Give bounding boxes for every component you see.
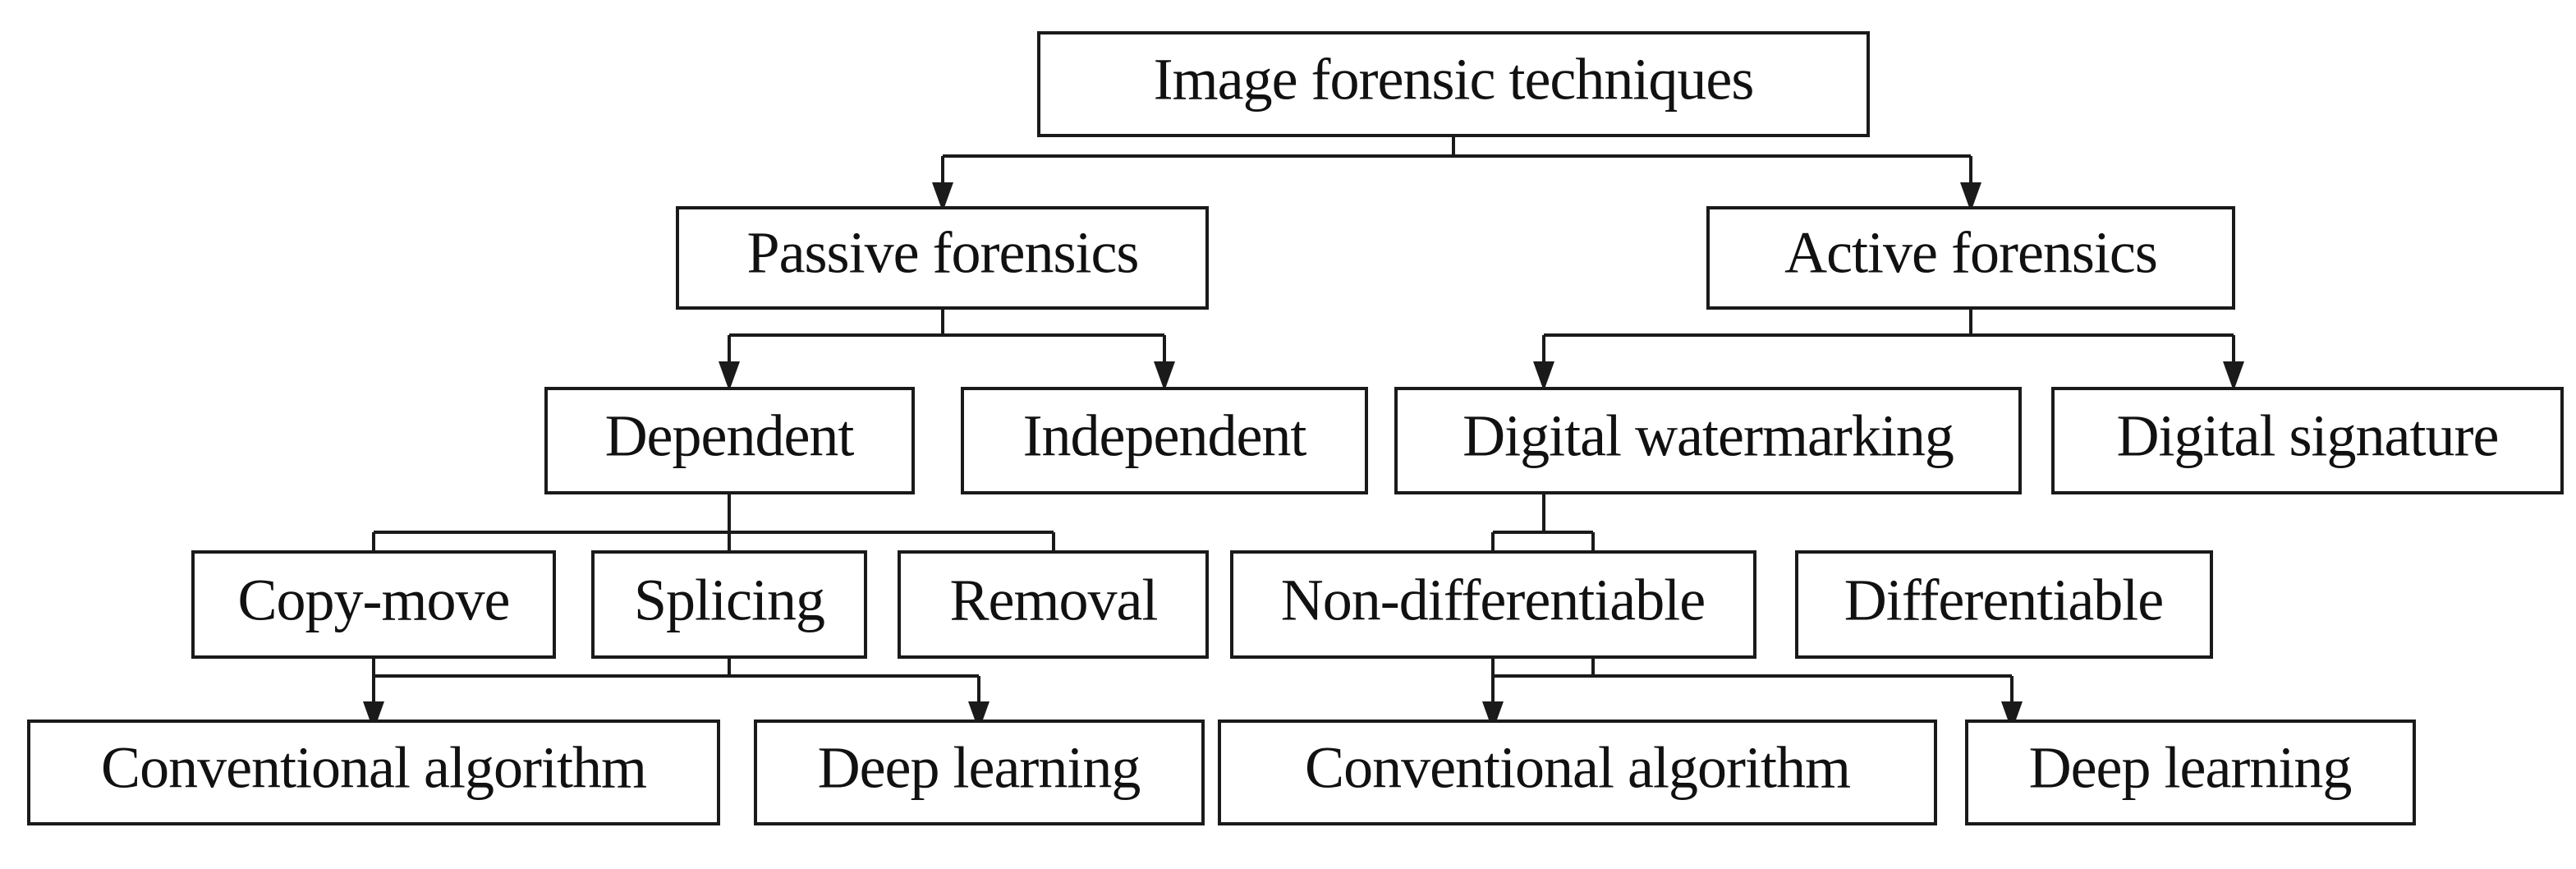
- arrow-head-conv-right: [1482, 701, 1504, 731]
- node-root[interactable]: Image forensic techniques: [1039, 33, 1868, 136]
- node-digital-watermarking-label: Digital watermarking: [1462, 403, 1954, 469]
- node-conventional-algorithm-left-box[interactable]: [29, 721, 719, 824]
- connector-passive-to-level3: [728, 308, 1166, 366]
- arrow-head-active: [1960, 182, 1981, 212]
- arrow-head-dependent: [719, 361, 740, 391]
- arrow-head-conv-left: [363, 701, 384, 731]
- node-splicing-box[interactable]: [593, 552, 866, 657]
- node-digital-signature-label: Digital signature: [2117, 403, 2499, 469]
- connector-root-to-level2: [941, 136, 1972, 187]
- node-copy-move-box[interactable]: [193, 552, 554, 657]
- node-active-forensics-label: Active forensics: [1784, 220, 2157, 286]
- node-differentiable-label: Differentiable: [1844, 568, 2163, 633]
- node-passive-forensics-box[interactable]: [677, 208, 1207, 308]
- node-conventional-algorithm-left-label: Conventional algorithm: [101, 735, 646, 801]
- node-dependent[interactable]: Dependent: [546, 389, 913, 493]
- node-dependent-box[interactable]: [546, 389, 913, 493]
- node-active-forensics-box[interactable]: [1708, 208, 2234, 308]
- node-non-differentiable-label: Non-differentiable: [1281, 568, 1705, 633]
- node-deep-learning-left-box[interactable]: [755, 721, 1203, 824]
- node-removal[interactable]: Removal: [899, 552, 1207, 657]
- node-splicing[interactable]: Splicing: [593, 552, 866, 657]
- node-dependent-label: Dependent: [605, 403, 855, 469]
- node-deep-learning-left[interactable]: Deep learning: [755, 721, 1203, 824]
- node-differentiable-box[interactable]: [1797, 552, 2211, 657]
- connector-left-leaf-bus: [372, 657, 980, 706]
- connector-dependent-to-level4: [372, 493, 1055, 563]
- node-digital-signature-box[interactable]: [2053, 389, 2562, 493]
- node-deep-learning-right-box[interactable]: [1967, 721, 2414, 824]
- arrow-head-independent: [1154, 361, 1175, 391]
- node-removal-label: Removal: [950, 568, 1158, 633]
- arrow-head-deep-left: [968, 701, 990, 731]
- node-differentiable[interactable]: Differentiable: [1797, 552, 2211, 657]
- node-digital-watermarking-box[interactable]: [1396, 389, 2020, 493]
- node-root-box[interactable]: [1039, 33, 1868, 136]
- connector-right-leaf-bus: [1491, 657, 2014, 706]
- node-independent[interactable]: Independent: [962, 389, 1366, 493]
- node-copy-move[interactable]: Copy-move: [193, 552, 554, 657]
- node-conventional-algorithm-right-label: Conventional algorithm: [1305, 735, 1850, 801]
- node-independent-box[interactable]: [962, 389, 1366, 493]
- arrow-head-deep-right: [2001, 701, 2023, 731]
- node-conventional-algorithm-right-box[interactable]: [1219, 721, 1935, 824]
- node-deep-learning-right[interactable]: Deep learning: [1967, 721, 2414, 824]
- node-non-differentiable-box[interactable]: [1232, 552, 1755, 657]
- node-deep-learning-right-label: Deep learning: [2029, 735, 2352, 801]
- node-independent-label: Independent: [1023, 403, 1307, 469]
- arrow-head-passive: [932, 182, 953, 212]
- node-root-label: Image forensic techniques: [1154, 47, 1754, 113]
- node-digital-signature[interactable]: Digital signature: [2053, 389, 2562, 493]
- node-passive-forensics-label: Passive forensics: [747, 220, 1139, 286]
- node-conventional-algorithm-right[interactable]: Conventional algorithm: [1219, 721, 1935, 824]
- node-removal-box[interactable]: [899, 552, 1207, 657]
- connector-watermarking-to-level4: [1491, 493, 1595, 563]
- node-passive-forensics[interactable]: Passive forensics: [677, 208, 1207, 308]
- node-conventional-algorithm-left[interactable]: Conventional algorithm: [29, 721, 719, 824]
- arrow-head-watermarking: [1533, 361, 1554, 391]
- node-deep-learning-left-label: Deep learning: [818, 735, 1141, 801]
- node-active-forensics[interactable]: Active forensics: [1708, 208, 2234, 308]
- node-splicing-label: Splicing: [634, 568, 824, 633]
- node-digital-watermarking[interactable]: Digital watermarking: [1396, 389, 2020, 493]
- arrow-head-signature: [2223, 361, 2244, 391]
- node-copy-move-label: Copy-move: [238, 568, 510, 633]
- connector-active-to-level3: [1542, 308, 2235, 366]
- node-non-differentiable[interactable]: Non-differentiable: [1232, 552, 1755, 657]
